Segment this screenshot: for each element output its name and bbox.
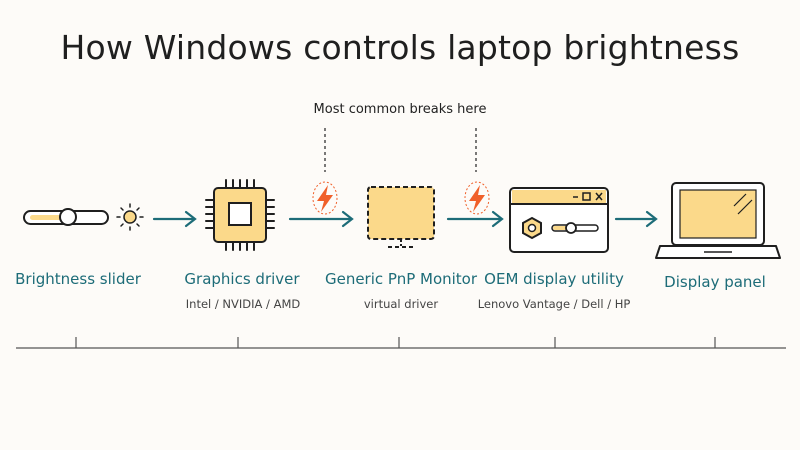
stage-sublabel-oem-display-utility: Lenovo Vantage / Dell / HP (477, 297, 631, 311)
stage-label-display-panel: Display panel (664, 273, 766, 291)
stage-label-oem-display-utility: OEM display utility (484, 270, 624, 288)
diagram-title: How Windows controls laptop brightness (60, 28, 740, 67)
baseline (15, 337, 787, 349)
flow-arrow-3 (446, 210, 504, 228)
stage-label-graphics-driver: Graphics driver (184, 270, 300, 288)
stage-label-brightness-slider: Brightness slider (15, 270, 141, 288)
lightning-icon-left (312, 181, 338, 215)
stage-label-generic-pnp-monitor: Generic PnP Monitor (324, 270, 478, 288)
break-annotation: Most common breaks here (313, 102, 487, 117)
slider-icon (23, 208, 109, 226)
sun-icon (116, 203, 144, 231)
stage-sublabel-generic-pnp-monitor: virtual driver (363, 297, 439, 311)
lightning-icon-right (464, 181, 490, 215)
monitor-icon (367, 186, 435, 248)
laptop-icon (655, 182, 781, 259)
chip-icon (205, 179, 275, 251)
stage-sublabel-graphics-driver: Intel / NVIDIA / AMD (185, 297, 301, 311)
flow-arrow-4 (614, 210, 658, 228)
utility-window-icon (509, 187, 609, 253)
flow-arrow-2 (288, 210, 354, 228)
flow-arrow-1 (152, 210, 197, 228)
